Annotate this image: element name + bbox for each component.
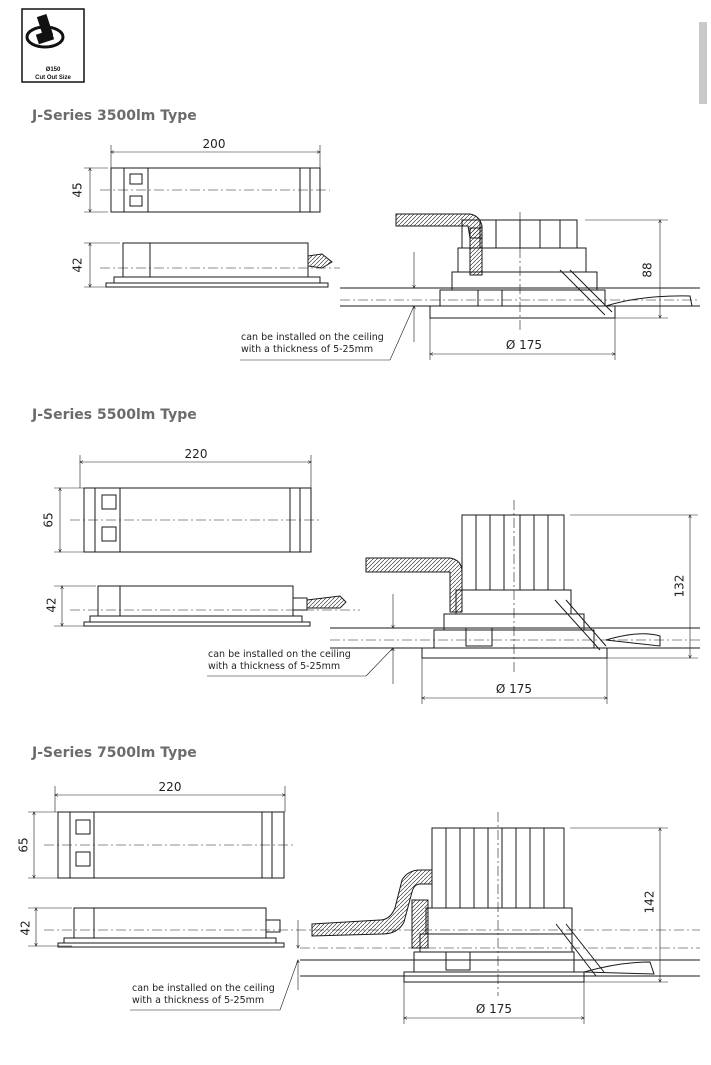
box-depth-label: 42	[19, 920, 33, 935]
driver-top-view: 220 65	[17, 780, 296, 879]
diameter-label: Ø 175	[506, 338, 542, 352]
box-length-label: 220	[185, 447, 208, 461]
ceiling-note-line2: with a thickness of 5-25mm	[241, 344, 373, 355]
section-5500lm: J-Series 5500lm Type 220 65 42	[31, 407, 700, 704]
box-length-label: 200	[203, 137, 226, 151]
section-title: J-Series 5500lm Type	[31, 407, 197, 423]
box-height-label: 65	[17, 837, 31, 852]
cutout-size-value: Ø150	[46, 67, 61, 73]
diameter-label: Ø 175	[496, 682, 532, 696]
section-3500lm: J-Series 3500lm Type 200 45 42	[31, 108, 700, 361]
fixture-height-label: 142	[643, 891, 657, 914]
ceiling-note-line2: with a thickness of 5-25mm	[208, 661, 340, 672]
fixture-height-label: 132	[673, 575, 687, 598]
ceiling-note-line1: can be installed on the ceiling	[241, 332, 384, 343]
cutout-size-caption: Cut Out Size	[35, 75, 71, 81]
scrollbar[interactable]	[699, 22, 707, 104]
box-height-label: 45	[71, 182, 85, 197]
cutout-size-badge: Ø150 Cut Out Size	[21, 8, 85, 83]
box-height-label: 65	[42, 512, 56, 527]
driver-side-view: 42	[45, 585, 360, 627]
driver-top-view: 220 65	[42, 447, 322, 553]
fixture-side-view: 142 Ø 175	[130, 812, 700, 1024]
recessed-downlight-icon	[25, 13, 65, 49]
fixture-side-view: 132 Ø 175	[207, 500, 700, 704]
fixture-side-view: 88 Ø 175	[240, 212, 700, 361]
box-depth-label: 42	[45, 597, 59, 612]
box-depth-label: 42	[71, 257, 85, 272]
fixture-height-label: 88	[641, 262, 655, 277]
box-length-label: 220	[159, 780, 182, 794]
driver-side-view: 42	[71, 242, 340, 288]
section-title: J-Series 3500lm Type	[31, 108, 197, 124]
driver-top-view: 200 45	[71, 137, 330, 213]
ceiling-note-line1: can be installed on the ceiling	[208, 649, 351, 660]
ceiling-note-line1: can be installed on the ceiling	[132, 983, 275, 994]
ceiling-note-line2: with a thickness of 5-25mm	[132, 995, 264, 1006]
section-title: J-Series 7500lm Type	[31, 745, 197, 761]
section-7500lm: J-Series 7500lm Type 220 65 42	[17, 745, 700, 1024]
diameter-label: Ø 175	[476, 1002, 512, 1016]
